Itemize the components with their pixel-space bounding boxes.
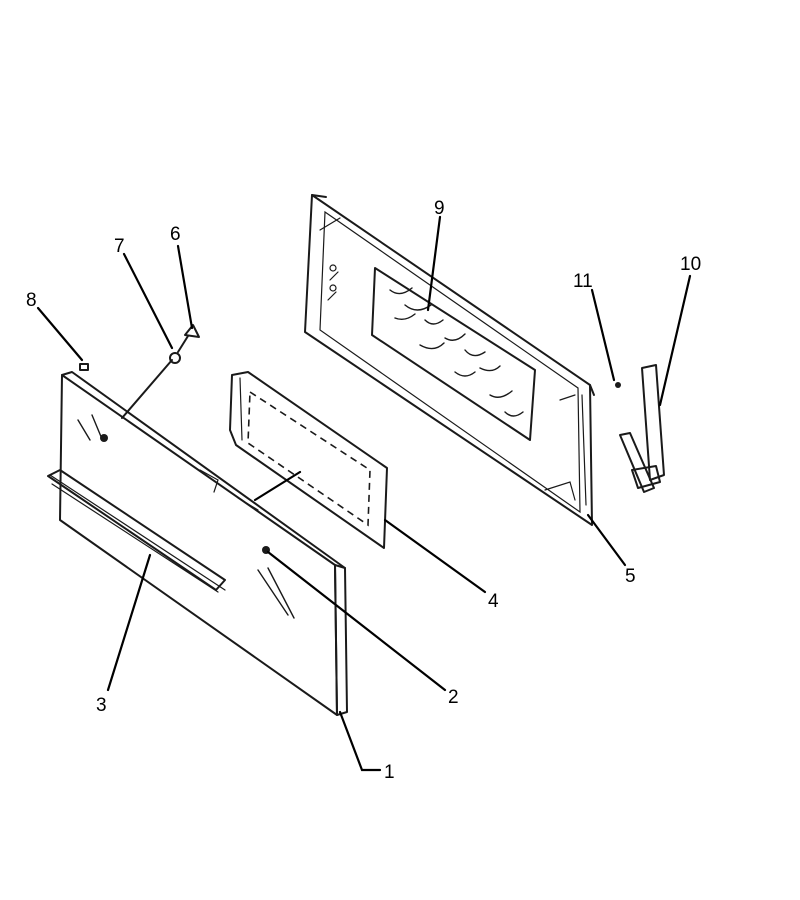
callout-10: 10 [680, 254, 701, 275]
door-hinge [615, 364, 665, 493]
callout-7: 7 [114, 236, 125, 257]
inner-door-frame [304, 194, 595, 526]
callout-5: 5 [625, 566, 636, 587]
door-inner-panel [229, 371, 388, 549]
callout-4: 4 [488, 591, 499, 612]
callout-2: 2 [448, 687, 459, 708]
leader-lines [36, 215, 692, 772]
callout-6: 6 [170, 224, 181, 245]
handle-trim [47, 469, 226, 593]
callout-3: 3 [96, 695, 107, 716]
outer-door-panel [49, 371, 348, 716]
callout-9: 9 [434, 198, 445, 219]
inner-glass [371, 267, 536, 441]
hardware [79, 324, 200, 419]
callout-1: 1 [384, 762, 395, 783]
callout-11: 11 [573, 271, 593, 292]
callout-8: 8 [26, 290, 37, 311]
